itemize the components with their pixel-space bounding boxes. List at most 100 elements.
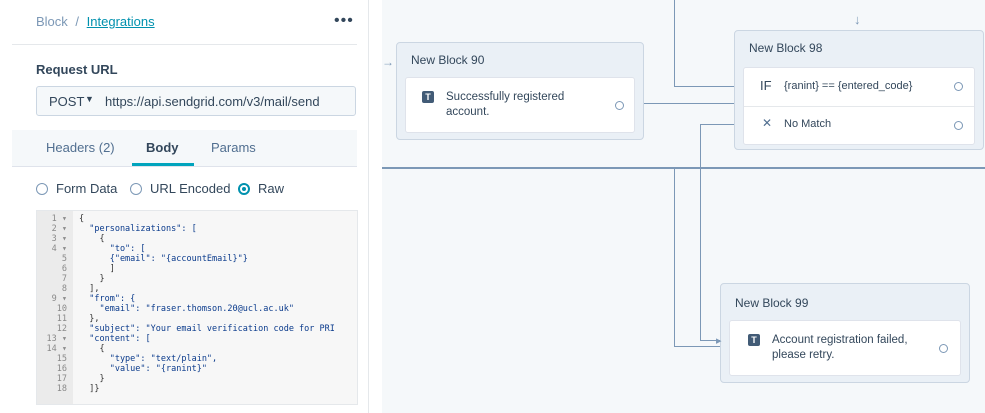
condition-text: {ranint} == {entered_code} — [784, 80, 913, 92]
code-line[interactable]: "value": "{ranint}" — [79, 364, 207, 374]
radio-raw[interactable]: Raw — [238, 181, 284, 196]
no-match-label: No Match — [784, 118, 832, 130]
tab-headers[interactable]: Headers (2) — [46, 140, 115, 155]
no-match-icon: ✕ — [762, 116, 773, 130]
arrow-right-icon: ▸ — [716, 335, 722, 347]
code-line[interactable]: } — [79, 274, 105, 284]
breadcrumb: Block / Integrations — [36, 14, 155, 29]
tab-body[interactable]: Body — [146, 140, 179, 155]
request-url-field[interactable]: POST ▼ https://api.sendgrid.com/v3/mail/… — [36, 86, 356, 116]
connector-line — [674, 168, 675, 346]
line-number: 8 — [61, 284, 67, 294]
code-line[interactable]: "from": { — [79, 294, 136, 304]
line-gutter — [37, 211, 73, 404]
active-tab-indicator — [132, 163, 194, 166]
connector-line — [674, 346, 724, 347]
message-line: please retry. — [772, 349, 835, 361]
block-text-card[interactable]: T Successfully registered account. — [405, 77, 635, 133]
line-number: 15 — [56, 354, 67, 364]
text-message-icon: T — [748, 334, 760, 346]
connector-port-icon[interactable] — [954, 121, 963, 130]
radio-circle-icon[interactable] — [130, 182, 142, 195]
block-title: New Block 90 — [411, 53, 485, 67]
connector-line — [700, 124, 736, 125]
tab-params[interactable]: Params — [211, 140, 256, 155]
message-text: Successfully registered account. — [446, 90, 564, 120]
line-number: 17 — [56, 374, 67, 384]
line-number: 4 ▾ — [51, 244, 67, 254]
line-number: 1 ▾ — [51, 214, 67, 224]
message-text: Account registration failed, please retr… — [772, 333, 908, 363]
message-line: Account registration failed, — [772, 334, 908, 346]
arrow-down-icon: ↓ — [854, 12, 861, 27]
code-line[interactable]: {"email": "{accountEmail}"} — [79, 254, 248, 264]
text-message-icon: T — [422, 91, 434, 103]
more-options-icon[interactable]: ••• — [334, 12, 354, 29]
code-line[interactable]: "email": "fraser.thomson.20@ucl.ac.uk" — [79, 304, 294, 314]
radio-label: URL Encoded — [150, 181, 231, 196]
block-condition-card[interactable]: IF {ranint} == {entered_code} ✕ No Match — [743, 67, 975, 145]
code-line[interactable]: } — [79, 374, 105, 384]
connector-port-icon[interactable] — [939, 344, 948, 353]
code-line[interactable]: "personalizations": [ — [79, 224, 197, 234]
divider — [744, 106, 974, 107]
radio-circle-icon[interactable] — [36, 182, 48, 195]
code-line[interactable]: "subject": "Your email verification code… — [79, 324, 335, 334]
divider — [12, 44, 357, 45]
code-line[interactable]: ], — [79, 284, 100, 294]
block-text-card[interactable]: T Account registration failed, please re… — [729, 320, 961, 376]
message-line: account. — [446, 106, 490, 118]
flow-block-90[interactable]: New Block 90 T Successfully registered a… — [396, 42, 644, 140]
flow-block-99[interactable]: New Block 99 T Account registration fail… — [720, 283, 970, 383]
method-select[interactable]: POST — [49, 94, 85, 109]
connector-line — [700, 340, 724, 341]
request-url-input[interactable]: https://api.sendgrid.com/v3/mail/send — [105, 94, 320, 109]
message-line: Successfully registered — [446, 91, 565, 103]
connector-port-icon[interactable] — [954, 82, 963, 91]
integration-panel: Block / Integrations ••• Request URL POS… — [0, 0, 369, 413]
block-title: New Block 98 — [749, 41, 823, 55]
code-line[interactable]: { — [79, 234, 105, 244]
radio-label: Form Data — [56, 181, 118, 196]
line-number: 9 ▾ — [51, 294, 67, 304]
line-number: 14 ▾ — [46, 344, 67, 354]
flow-block-98[interactable]: New Block 98 IF {ranint} == {entered_cod… — [734, 30, 984, 150]
line-number: 2 ▾ — [51, 224, 67, 234]
code-line[interactable]: }, — [79, 314, 100, 324]
breadcrumb-current-link[interactable]: Integrations — [86, 14, 155, 29]
breadcrumb-root[interactable]: Block — [36, 14, 68, 29]
radio-selected-icon[interactable] — [238, 182, 250, 195]
code-line[interactable]: "to": [ — [79, 244, 146, 254]
breadcrumb-separator: / — [75, 14, 80, 29]
connector-line — [700, 124, 701, 340]
line-number: 16 — [56, 364, 67, 374]
request-tabs: Headers (2) Body Params — [12, 130, 357, 167]
line-number: 7 — [61, 274, 67, 284]
code-line[interactable]: { — [79, 344, 105, 354]
line-number: 12 — [56, 324, 67, 334]
request-url-label: Request URL — [36, 62, 118, 77]
code-line[interactable]: ]} — [79, 384, 100, 394]
code-editor[interactable]: 1 ▾ 2 ▾ 3 ▾ 4 ▾ 5 6 7 8 9 ▾ 10 11 12 13 … — [36, 210, 358, 405]
code-line[interactable]: "content": [ — [79, 334, 151, 344]
line-number: 10 — [56, 304, 67, 314]
radio-form-data[interactable]: Form Data — [36, 181, 117, 196]
code-line[interactable]: { — [79, 214, 85, 224]
line-number: 3 ▾ — [51, 234, 67, 244]
line-number: 11 — [56, 314, 67, 324]
radio-label: Raw — [258, 181, 285, 196]
line-number: 13 ▾ — [46, 334, 67, 344]
code-line[interactable]: "type": "text/plain", — [79, 354, 218, 364]
if-icon: IF — [760, 78, 772, 93]
connector-line — [674, 86, 736, 87]
caret-down-icon[interactable]: ▼ — [85, 94, 94, 104]
radio-url-encoded[interactable]: URL Encoded — [130, 181, 230, 196]
canvas-divider-line — [382, 167, 985, 169]
line-number: 5 — [61, 254, 67, 264]
connector-port-icon[interactable] — [615, 101, 624, 110]
code-line[interactable]: ] — [79, 264, 115, 274]
arrow-right-icon: → — [382, 55, 394, 69]
line-number: 18 — [56, 384, 67, 394]
line-number: 6 — [61, 264, 67, 274]
block-title: New Block 99 — [735, 296, 809, 310]
